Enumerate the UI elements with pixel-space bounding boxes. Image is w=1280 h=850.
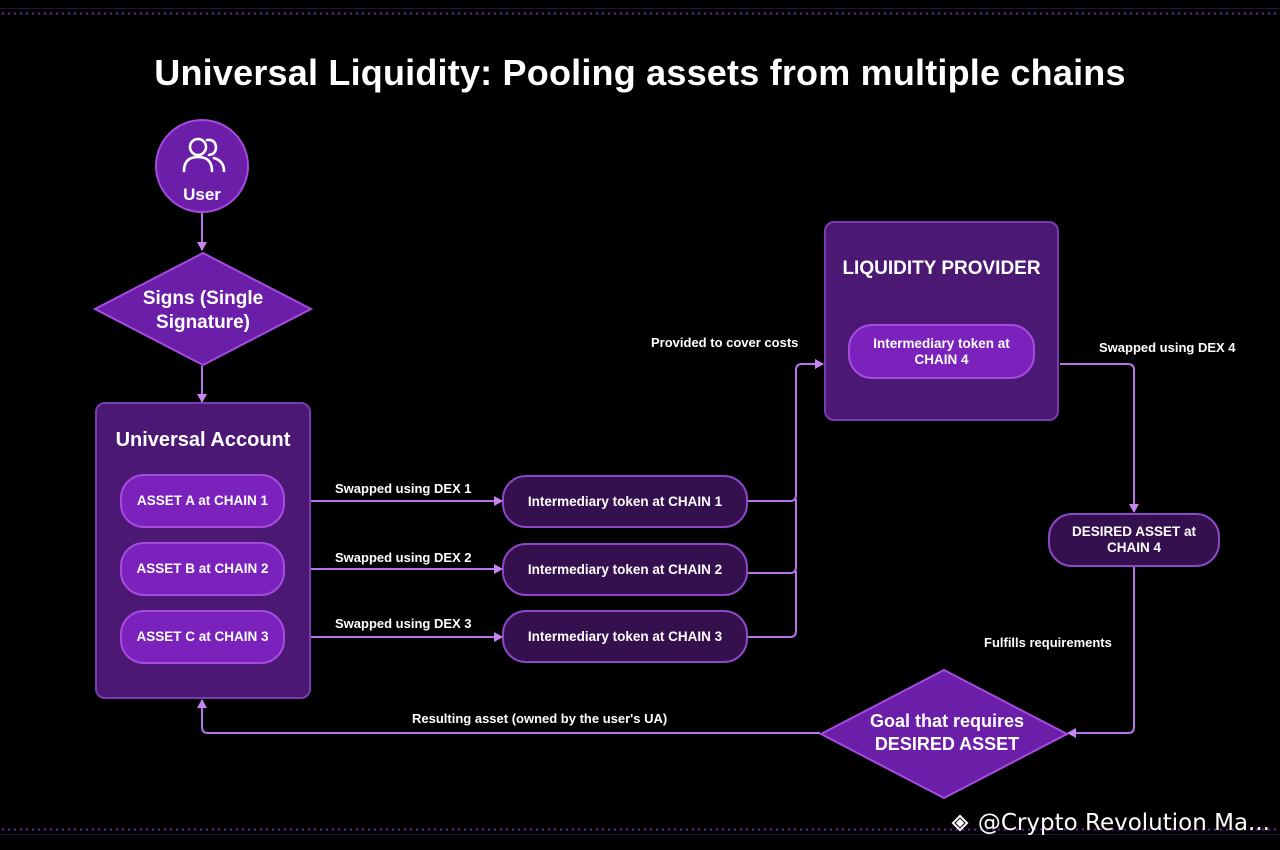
universal-account-title: Universal Account <box>115 429 291 451</box>
desired-asset-pill: DESIRED ASSET at CHAIN 4 <box>1048 513 1220 567</box>
asset-b-pill: ASSET B at CHAIN 2 <box>120 542 285 596</box>
signs-diamond <box>93 251 313 367</box>
edge-token-3-to-provider <box>748 571 797 638</box>
watermark: @Crypto Revolution Ma... <box>948 810 1270 836</box>
intermediary-token-2-pill: Intermediary token at CHAIN 2 <box>502 543 748 596</box>
resulting-asset-label: Resulting asset (owned by the user's UA) <box>412 711 668 726</box>
liquidity-provider-title: LIQUIDITY PROVIDER <box>842 258 1041 279</box>
edge-token-2-to-provider <box>748 499 797 574</box>
asset-c-pill: ASSET C at CHAIN 3 <box>120 610 285 664</box>
edge-token-1-to-provider <box>748 359 824 502</box>
top-divider <box>0 8 1280 9</box>
intermediary-token-1-pill: Intermediary token at CHAIN 1 <box>502 475 748 528</box>
swap-dex-4-label: Swapped using DEX 4 <box>1099 340 1236 355</box>
signs-label: Signs (Single Signature) <box>142 288 264 333</box>
goal-diamond <box>819 668 1069 800</box>
top-dotted-band <box>0 12 1280 15</box>
user-label: User <box>183 185 221 204</box>
swap-dex-3-label: Swapped using DEX 3 <box>335 616 472 631</box>
liquidity-provider-panel: LIQUIDITY PROVIDER <box>824 221 1059 421</box>
swap-dex-2-label: Swapped using DEX 2 <box>335 550 472 565</box>
edge-goal-to-account <box>197 699 820 734</box>
bottom-dotted-band <box>0 828 1280 831</box>
swap-dex-1-label: Swapped using DEX 1 <box>335 481 472 496</box>
user-node: User <box>155 119 249 213</box>
users-icon <box>182 137 226 173</box>
edge-provider-to-desired <box>1060 363 1139 513</box>
intermediary-token-3-pill: Intermediary token at CHAIN 3 <box>502 610 748 663</box>
goal-label: Goal that requires DESIRED ASSET <box>869 711 1025 754</box>
binance-diamond-icon <box>951 814 969 832</box>
bottom-divider <box>0 834 1280 835</box>
intermediary-token-4-pill: Intermediary token at CHAIN 4 <box>848 324 1035 379</box>
fulfills-requirements-label: Fulfills requirements <box>984 635 1112 650</box>
provided-to-cover-costs-label: Provided to cover costs <box>651 335 799 350</box>
page-title: Universal Liquidity: Pooling assets from… <box>154 52 1126 93</box>
edge-desired-to-goal <box>1067 566 1135 738</box>
watermark-text: @Crypto Revolution Ma... <box>977 810 1270 836</box>
asset-a-pill: ASSET A at CHAIN 1 <box>120 474 285 528</box>
